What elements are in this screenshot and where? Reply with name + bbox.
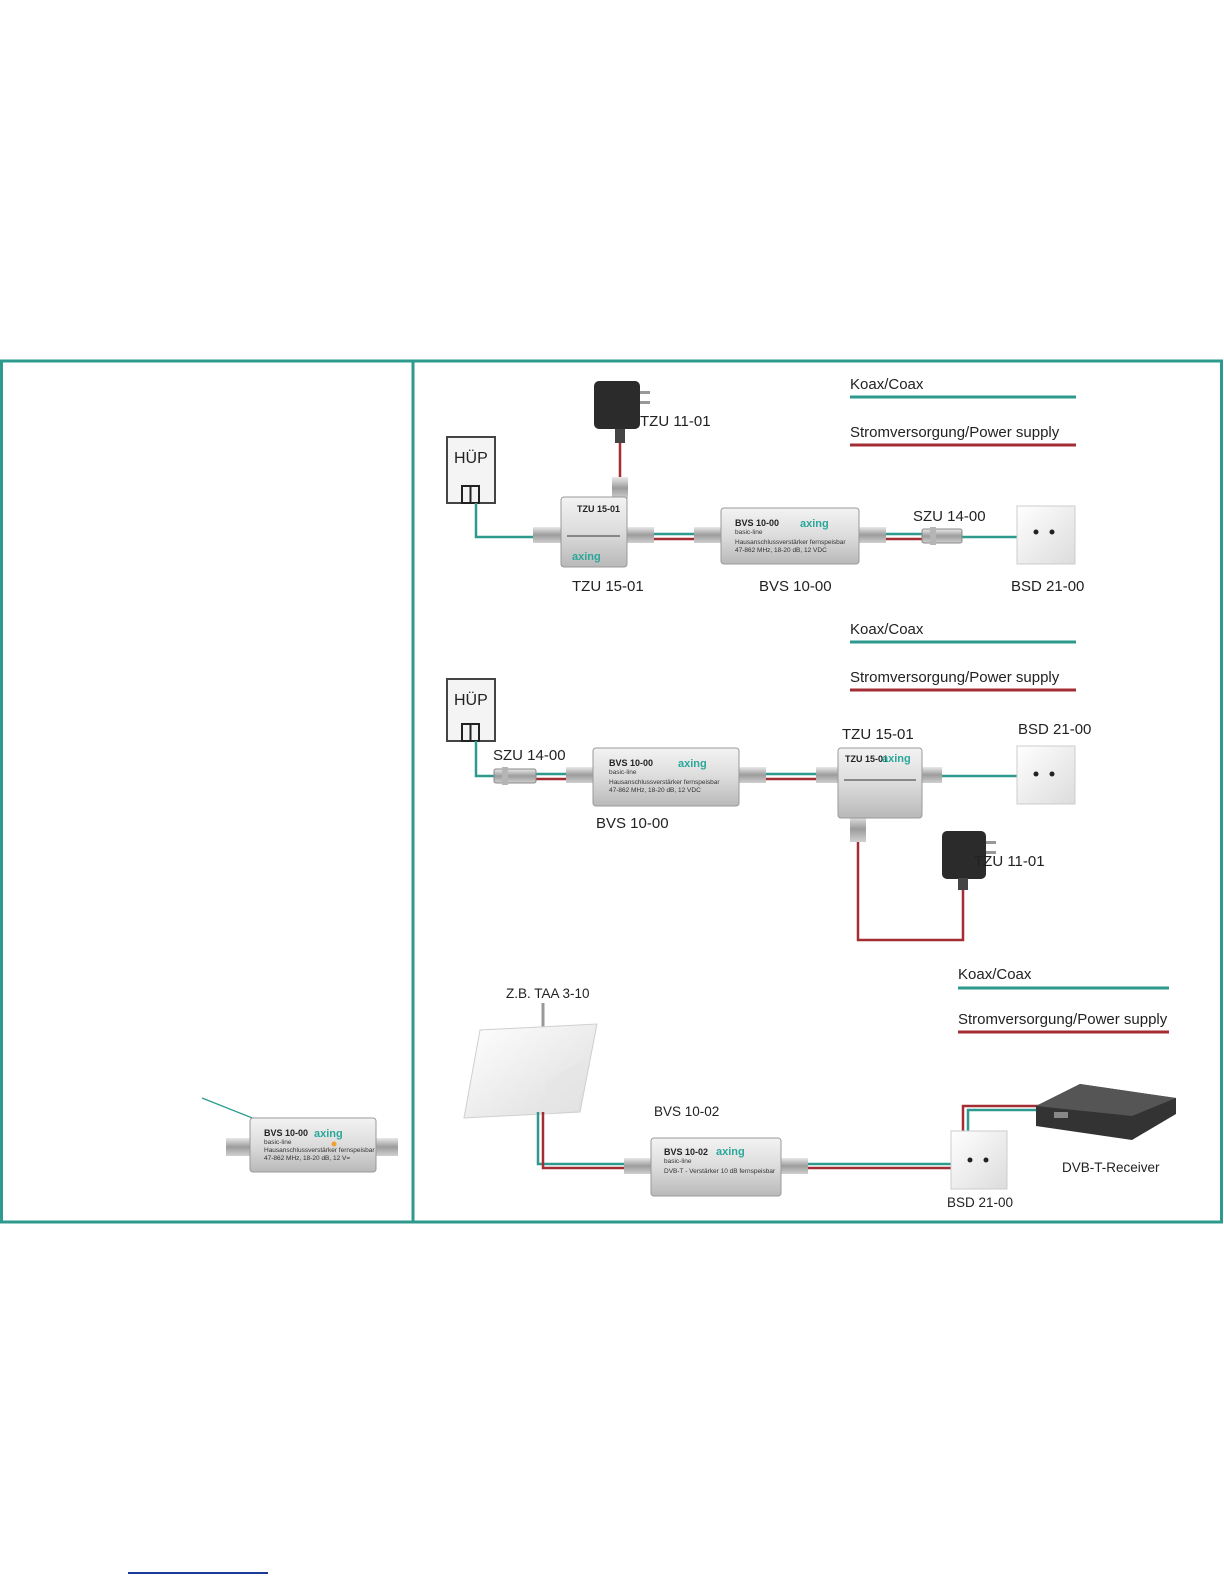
amplifier-device: BVS 10-02 basic-line DVB-T - Verstärker … bbox=[624, 1137, 808, 1197]
amp-face-spec: 47-862 MHz, 18-20 dB, 12 VDC bbox=[735, 547, 827, 554]
amp-face-line: basic-line bbox=[664, 1158, 692, 1165]
amplifier-device: BVS 10-00 basic-line Hausanschlussverstä… bbox=[566, 747, 766, 807]
diagram-2: Koax/Coax Stromversorgung/Power supply H… bbox=[446, 621, 1091, 942]
socket-label: BSD 21-00 bbox=[1011, 578, 1084, 595]
connector-label: SZU 14-00 bbox=[913, 508, 986, 525]
amp-face-title: BVS 10-00 bbox=[609, 758, 653, 768]
legend-power-label: Stromversorgung/Power supply bbox=[850, 669, 1060, 686]
amplifier-label: BVS 10-00 bbox=[759, 578, 832, 595]
amp-face-spec: 47-862 MHz, 18-20 dB, 12 V= bbox=[264, 1155, 350, 1162]
diagram-1: Koax/Coax Stromversorgung/Power supply H… bbox=[446, 376, 1084, 595]
amplifier-label: BVS 10-02 bbox=[654, 1104, 719, 1119]
power-supply-icon bbox=[942, 831, 996, 890]
receiver-label: DVB-T-Receiver bbox=[1062, 1160, 1160, 1175]
amp-face-title: BVS 10-00 bbox=[735, 518, 779, 528]
legend-coax-label: Koax/Coax bbox=[850, 376, 924, 393]
outer-frame bbox=[0, 359, 1223, 1224]
amp-face-title: BVS 10-02 bbox=[664, 1147, 708, 1157]
socket-label: BSD 21-00 bbox=[947, 1195, 1013, 1210]
left-amplifier-photo: BVS 10-00 basic-line Hausanschlussverstä… bbox=[201, 1097, 398, 1173]
socket-label: BSD 21-00 bbox=[1018, 721, 1091, 738]
amp-face-spec: 47-862 MHz, 18-20 dB, 12 VDC bbox=[609, 787, 701, 794]
wall-socket bbox=[1016, 745, 1076, 805]
legend-coax-label: Koax/Coax bbox=[958, 966, 1032, 983]
diagram-3: Koax/Coax Stromversorgung/Power supply Z… bbox=[463, 966, 1176, 1210]
axing-logo: axing bbox=[716, 1146, 745, 1158]
amplifier-label: BVS 10-00 bbox=[596, 815, 669, 832]
connector-label: SZU 14-00 bbox=[493, 747, 566, 764]
amp-face-desc: Hausanschlussverstärker fernspeisbar bbox=[735, 539, 846, 546]
injector-label: TZU 15-01 bbox=[842, 726, 914, 743]
hup-label: HÜP bbox=[454, 449, 488, 467]
mixed-cable bbox=[536, 1112, 624, 1166]
injector-face-label: TZU 15-01 bbox=[577, 504, 620, 514]
axing-logo: axing bbox=[572, 551, 601, 563]
coax-cable bbox=[474, 741, 494, 778]
amplifier-device: BVS 10-00 basic-line Hausanschlussverstä… bbox=[694, 507, 886, 565]
power-cable bbox=[856, 842, 965, 942]
amp-face-line: basic-line bbox=[735, 529, 763, 536]
amp-face-desc: DVB-T - Verstärker 10 dB fernspeisbar bbox=[664, 1168, 776, 1175]
amp-face-line: basic-line bbox=[609, 769, 637, 776]
legend-power-label: Stromversorgung/Power supply bbox=[958, 1011, 1168, 1028]
amp-face-desc: Hausanschlussverstärker fernspeisbar bbox=[609, 779, 720, 786]
connector-device bbox=[493, 767, 537, 785]
legend-power-label: Stromversorgung/Power supply bbox=[850, 424, 1060, 441]
led-icon bbox=[331, 1141, 337, 1147]
hup-label: HÜP bbox=[454, 691, 488, 709]
antenna-label: Z.B. TAA 3-10 bbox=[506, 986, 590, 1001]
axing-logo: axing bbox=[882, 753, 911, 765]
psu-label: TZU 11-01 bbox=[640, 413, 711, 430]
amp-face-line: basic-line bbox=[264, 1139, 292, 1146]
axing-logo: axing bbox=[800, 518, 829, 530]
coax-cable bbox=[474, 503, 540, 539]
amp-face-desc: Hausanschlussverstärker fernspeisbar bbox=[264, 1147, 375, 1154]
wall-socket bbox=[950, 1130, 1008, 1190]
footer-link-underline bbox=[128, 1572, 268, 1574]
injector-device: TZU 15-01 axing bbox=[816, 747, 942, 842]
psu-label: TZU 11-01 bbox=[974, 853, 1045, 870]
injector-device: TZU 15-01 axing bbox=[533, 477, 654, 568]
amp-face-title: BVS 10-00 bbox=[264, 1128, 308, 1138]
antenna-icon bbox=[463, 1003, 598, 1119]
receiver-icon bbox=[1036, 1084, 1176, 1140]
injector-face-label: TZU 15-01 bbox=[845, 754, 888, 764]
wall-socket bbox=[1016, 505, 1076, 565]
axing-logo: axing bbox=[314, 1128, 343, 1140]
axing-logo: axing bbox=[678, 758, 707, 770]
injector-label: TZU 15-01 bbox=[572, 578, 644, 595]
connector-device bbox=[921, 527, 963, 545]
power-supply-icon bbox=[594, 381, 650, 443]
legend-coax-label: Koax/Coax bbox=[850, 621, 924, 638]
